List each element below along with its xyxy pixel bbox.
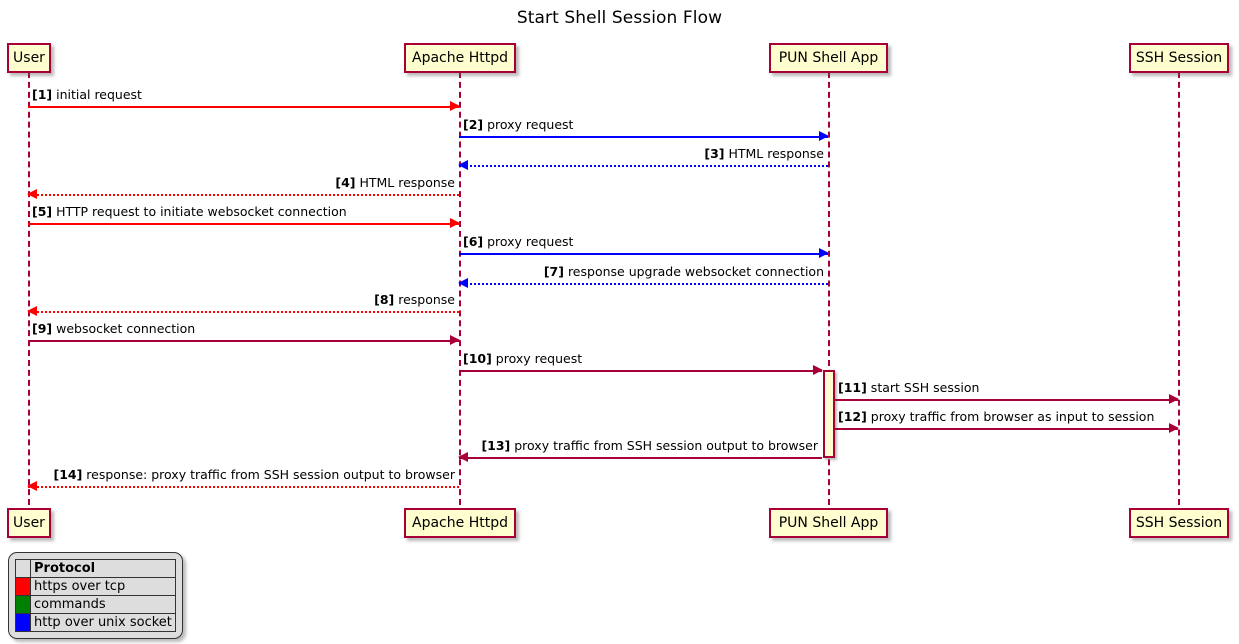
message-label: [6] proxy request [463,234,574,249]
legend-label: commands [30,595,176,614]
participant-ssh-session-top[interactable]: SSH Session [1129,43,1229,73]
lifeline-ssh-session [1178,72,1180,505]
message-label: [13] proxy traffic from SSH session outp… [481,438,818,453]
participant-user-top[interactable]: User [7,43,51,73]
message-label: [7] response upgrade websocket connectio… [543,264,824,279]
message-line [28,486,459,488]
message-line [459,253,828,255]
message-sequence-number: [3] [704,146,725,161]
message-sequence-number: [12] [838,409,867,424]
legend-color-swatch [15,577,31,596]
message-label: [4] HTML response [335,175,455,190]
arrow-head-icon [458,452,468,462]
message-label: [12] proxy traffic from browser as input… [838,409,1155,424]
message-line [834,399,1178,401]
page-title: Start Shell Session Flow [516,8,723,28]
arrow-head-icon [458,160,468,170]
message-sequence-number: [4] [335,175,356,190]
message-label: [8] response [374,292,455,307]
message-label: [14] response: proxy traffic from SSH se… [53,467,455,482]
participant-user-bottom[interactable]: User [7,508,51,538]
legend-color-swatch [15,595,31,614]
message-sequence-number: [11] [838,380,867,395]
arrow-head-icon [450,335,460,345]
message-line [28,106,459,108]
message-sequence-number: [8] [374,292,395,307]
arrow-head-icon [27,189,37,199]
participant-apache-httpd-top[interactable]: Apache Httpd [404,43,516,73]
message-line [28,223,459,225]
legend-row: https over tcp [15,577,176,596]
message-line [459,283,828,285]
message-line [28,340,459,342]
arrow-head-icon [27,306,37,316]
message-sequence-number: [9] [32,321,53,336]
participant-pun-shell-app-top[interactable]: PUN Shell App [769,43,888,73]
message-sequence-number: [5] [32,204,53,219]
message-sequence-number: [1] [32,87,53,102]
arrow-head-icon [819,248,829,258]
message-sequence-number: [14] [53,467,83,482]
legend-row: http over unix socket [15,613,176,632]
legend-row: commands [15,595,176,614]
lifeline-apache-httpd [459,72,461,505]
participant-ssh-session-bottom[interactable]: SSH Session [1129,508,1229,538]
arrow-head-icon [1169,423,1179,433]
legend-header-label: Protocol [30,559,176,578]
legend-label: https over tcp [30,577,176,596]
message-line [459,136,828,138]
message-line [834,428,1178,430]
legend-header-swatch [15,559,31,578]
message-label: [3] HTML response [704,146,824,161]
arrow-head-icon [1169,394,1179,404]
message-line [459,370,822,372]
message-sequence-number: [13] [481,438,511,453]
arrow-head-icon [450,218,460,228]
lifeline-pun-shell-app [828,72,830,505]
participant-apache-httpd-bottom[interactable]: Apache Httpd [404,508,516,538]
arrow-head-icon [819,131,829,141]
message-label: [10] proxy request [463,351,583,366]
message-line [28,194,459,196]
legend-label: http over unix socket [30,613,176,632]
message-line [459,457,822,459]
message-label: [9] websocket connection [32,321,196,336]
message-line [459,165,828,167]
message-label: [5] HTTP request to initiate websocket c… [32,204,347,219]
message-sequence-number: [10] [463,351,492,366]
arrow-head-icon [450,101,460,111]
arrow-head-icon [813,365,823,375]
message-sequence-number: [7] [543,264,564,279]
message-label: [1] initial request [32,87,142,102]
message-sequence-number: [2] [463,117,484,132]
legend-color-swatch [15,613,31,632]
message-label: [2] proxy request [463,117,574,132]
message-line [28,311,459,313]
message-sequence-number: [6] [463,234,484,249]
lifeline-user [28,72,30,505]
participant-pun-shell-app-bottom[interactable]: PUN Shell App [769,508,888,538]
message-label: [11] start SSH session [838,380,980,395]
arrow-head-icon [458,278,468,288]
activation-bar-pun-shell-app [823,370,835,458]
legend-header-row: Protocol [15,559,176,578]
arrow-head-icon [27,481,37,491]
